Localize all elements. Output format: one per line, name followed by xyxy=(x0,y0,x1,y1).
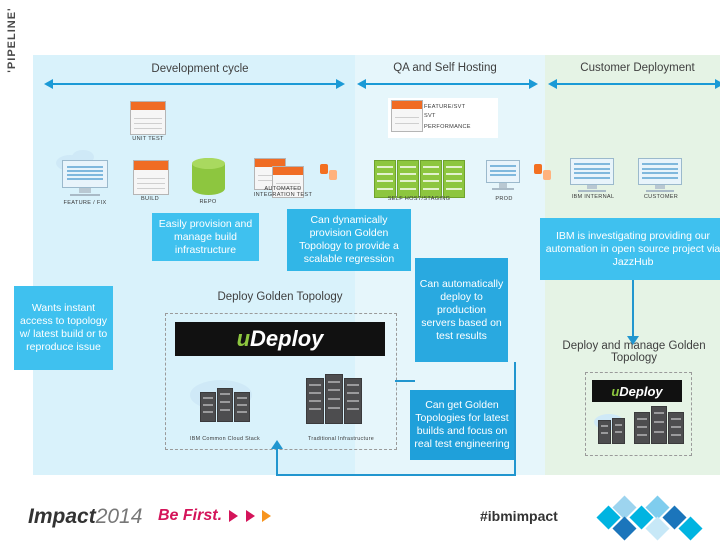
arrow-qa-span xyxy=(357,79,538,89)
cloud-stack-server-3 xyxy=(234,392,250,422)
footer-year: 2014 xyxy=(95,505,143,528)
automated-integration-test-icon-b xyxy=(272,166,304,198)
cloud-stack-server-1 xyxy=(200,392,216,422)
play-triangle-icon-1 xyxy=(229,509,239,522)
connector-plug-icon-qa xyxy=(534,160,554,190)
connector-golden-to-get xyxy=(395,380,415,382)
feature-fix-monitor-icon xyxy=(62,160,108,196)
customer-server-2 xyxy=(612,418,625,444)
callout-easy-provision: Easily provision and manage build infras… xyxy=(152,213,259,261)
prod-monitor-icon xyxy=(486,160,520,190)
connector-bottom-horizontal xyxy=(276,474,516,476)
customer-monitor-icon xyxy=(638,158,682,192)
arrow-customer-span xyxy=(548,79,720,89)
svt-label: SVT xyxy=(424,113,436,119)
customer-udeploy-group xyxy=(585,372,692,456)
self-host-rack-3 xyxy=(420,160,442,198)
traditional-infra-server-2 xyxy=(325,374,343,424)
traditional-infra-server-3 xyxy=(344,378,362,424)
ibm-internal-monitor-icon xyxy=(570,158,614,192)
connector-right-vertical xyxy=(514,362,516,476)
build-label: BUILD xyxy=(141,196,159,202)
unit-test-label: UNIT TEST xyxy=(132,136,164,142)
callout-wants-instant-access: Wants instant access to topology w/ late… xyxy=(14,286,113,370)
connector-arrowhead-down xyxy=(627,336,639,345)
feature-fix-label: FEATURE / FIX xyxy=(63,200,107,206)
ibm-common-cloud-stack-label: IBM Common Cloud Stack xyxy=(189,436,261,442)
connector-plug-icon-dev xyxy=(320,160,340,190)
play-triangle-icon-2 xyxy=(245,509,255,522)
customer-server-5 xyxy=(668,412,684,444)
callout-get-golden-topologies: Can get Golden Topologies for latest bui… xyxy=(410,390,514,460)
udeploy-banner-customer: uDeploy xyxy=(592,380,682,402)
unit-test-icon xyxy=(130,101,166,135)
cloud-stack-server-2 xyxy=(217,388,233,422)
ibm-internal-label: IBM INTERNAL xyxy=(571,194,615,200)
footer-brand: Impact2014 xyxy=(28,505,142,529)
prod-label: PROD xyxy=(495,196,513,202)
repo-icon xyxy=(192,158,225,195)
udeploy-wordmark-main: uDeploy xyxy=(236,326,324,351)
footer-hashtag: #ibmimpact xyxy=(480,508,558,524)
connector-golden-up-vertical xyxy=(276,448,278,476)
phase-title-customer: Customer Deployment xyxy=(580,62,695,74)
feature-svt-icon xyxy=(391,100,423,132)
performance-label: PERFORMANCE xyxy=(424,124,471,130)
phase-title-development: Development cycle xyxy=(151,63,249,75)
traditional-infrastructure-label: Traditional Infrastructure xyxy=(307,436,375,442)
build-icon xyxy=(133,160,169,195)
footer-tagline: Be First. xyxy=(158,507,272,525)
repo-label: REPO xyxy=(199,199,217,205)
callout-ibm-open-source: IBM is investigating providing our autom… xyxy=(540,218,720,280)
traditional-infra-server-1 xyxy=(306,378,324,424)
feature-svt-label: FEATURE/SVT xyxy=(424,104,466,110)
customer-server-1 xyxy=(598,420,611,444)
pipeline-vertical-label: 'PIPELINE' xyxy=(6,7,18,73)
self-host-rack-2 xyxy=(397,160,419,198)
customer-server-3 xyxy=(634,412,650,444)
callout-dynamic-golden-topology: Can dynamically provision Golden Topolog… xyxy=(287,209,411,271)
udeploy-wordmark-customer: uDeploy xyxy=(611,383,663,399)
self-host-rack-4 xyxy=(443,160,465,198)
arrow-development-span xyxy=(44,79,345,89)
customer-label: CUSTOMER xyxy=(643,194,679,200)
footer-tagline-text: Be First. xyxy=(158,507,223,524)
deploy-manage-golden-topology-title: Deploy and manage Golden Topology xyxy=(562,340,706,364)
self-host-staging-label: SELF HOST/STAGING xyxy=(387,196,451,202)
automated-integration-test-label: AUTOMATED INTEGRATION TEST xyxy=(253,186,313,198)
callout-auto-deploy-production: Can automatically deploy to production s… xyxy=(415,258,508,362)
connector-arrowhead-up xyxy=(271,440,283,449)
connector-ibm-down xyxy=(632,280,634,338)
phase-title-qa: QA and Self Hosting xyxy=(393,62,497,74)
play-triangle-icon-3 xyxy=(262,509,272,522)
customer-server-4 xyxy=(651,406,667,444)
deploy-golden-topology-title: Deploy Golden Topology xyxy=(217,291,343,303)
footer-brand-name: Impact xyxy=(28,505,96,528)
footer-diamond-logo xyxy=(596,495,710,541)
self-host-rack-1 xyxy=(374,160,396,198)
udeploy-banner-main: uDeploy xyxy=(175,322,385,356)
